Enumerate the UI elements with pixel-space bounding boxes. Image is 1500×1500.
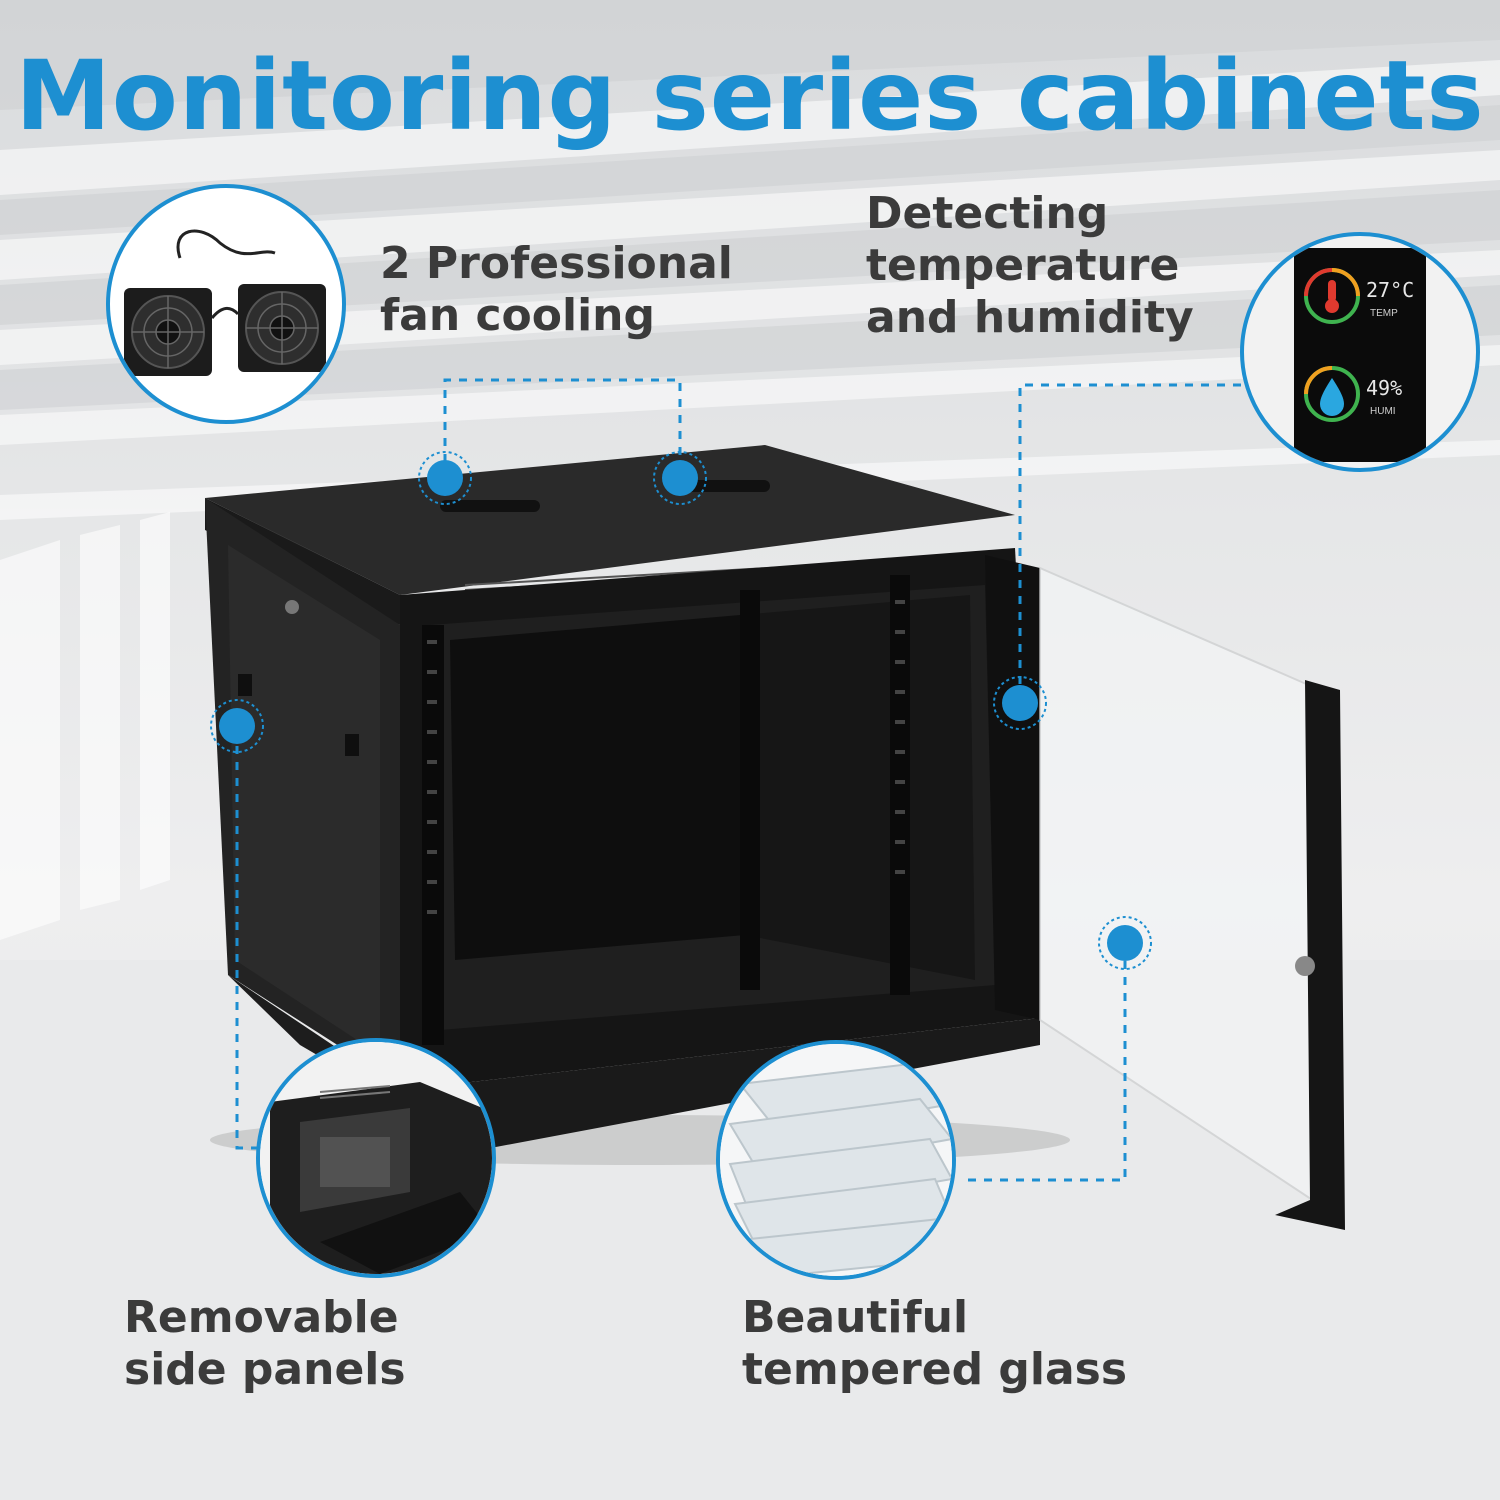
feature-line: 2 Professional <box>380 238 733 289</box>
feature-line: Removable <box>124 1292 399 1343</box>
fan-icon <box>124 229 326 376</box>
humidity-label: HUMI <box>1370 406 1396 417</box>
feature-side-panels: Removable side panels <box>124 1292 406 1396</box>
feature-line: temperature <box>866 239 1180 291</box>
feature-temperature-humidity: Detecting temperature and humidity <box>866 188 1194 344</box>
feature-line: side panels <box>124 1343 406 1395</box>
feature-line: tempered glass <box>742 1343 1128 1395</box>
side-panel-image <box>260 1042 492 1274</box>
humidity-value: 49% <box>1366 376 1403 400</box>
glass-sheets-image <box>720 1044 952 1276</box>
feature-tempered-glass: Beautiful tempered glass <box>742 1292 1127 1396</box>
callout-fans <box>106 184 346 424</box>
callout-side-panel <box>256 1038 496 1278</box>
feature-fan-cooling: 2 Professional fan cooling <box>380 238 733 342</box>
sensor-screen: 27°C TEMP 49% HUMI <box>1294 248 1426 462</box>
feature-line: Beautiful <box>742 1292 969 1343</box>
feature-line: fan cooling <box>380 289 655 341</box>
feature-line: Detecting <box>866 188 1109 239</box>
page-title: Monitoring series cabinets <box>15 40 1485 152</box>
callout-tempered-glass <box>716 1040 956 1280</box>
temperature-label: TEMP <box>1370 308 1398 319</box>
temperature-value: 27°C <box>1366 278 1415 302</box>
water-drop-icon <box>1304 366 1360 422</box>
thermometer-icon <box>1304 268 1360 324</box>
feature-line: and humidity <box>866 291 1194 343</box>
callout-sensor-display: 27°C TEMP 49% HUMI <box>1240 232 1480 472</box>
